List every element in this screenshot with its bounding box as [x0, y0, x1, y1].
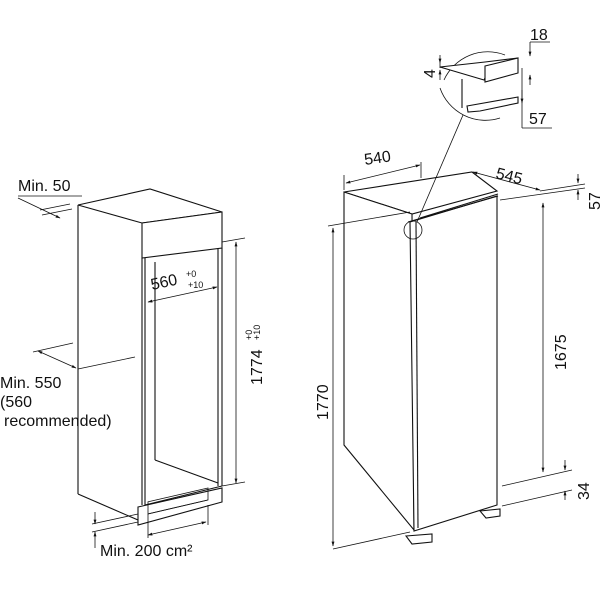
niche-height-tol-upper: +0: [244, 330, 254, 340]
min50-arrow: [17, 197, 61, 219]
door-height-label: 1675: [553, 334, 570, 370]
top-offset-label: 57: [587, 192, 600, 210]
ventilation-label: Min. 200 cm²: [100, 543, 193, 560]
niche-width-tol-lower: +10: [188, 280, 203, 290]
niche-height-tol-lower: +10: [252, 325, 262, 340]
depth-label-line1: Min. 550: [0, 375, 61, 392]
detail-leader-line: [416, 114, 464, 223]
depth-label-line2: (560: [0, 394, 32, 411]
appliance: [343, 171, 501, 545]
depth-label-line3: recommended): [4, 413, 112, 430]
total-height-label: 1770: [315, 384, 332, 420]
appliance-depth-label: 545: [494, 165, 524, 188]
ventilation-grille: [147, 487, 209, 515]
detail-marker-circle: [403, 220, 423, 240]
hinge-detail: [439, 51, 519, 121]
niche-height-label: 1774: [249, 349, 266, 385]
detail-4-label: 4: [422, 69, 439, 78]
niche-width-tol-upper: +0: [186, 269, 196, 279]
niche-cabinet: [77, 188, 223, 526]
detail-57-label: 57: [529, 111, 547, 128]
bottom-offset-label: 34: [576, 482, 593, 500]
detail-18-label: 18: [530, 27, 548, 44]
niche-width-label: 560: [149, 272, 179, 294]
appliance-width-label: 540: [363, 148, 392, 169]
min-top-gap-label: Min. 50: [18, 178, 71, 195]
